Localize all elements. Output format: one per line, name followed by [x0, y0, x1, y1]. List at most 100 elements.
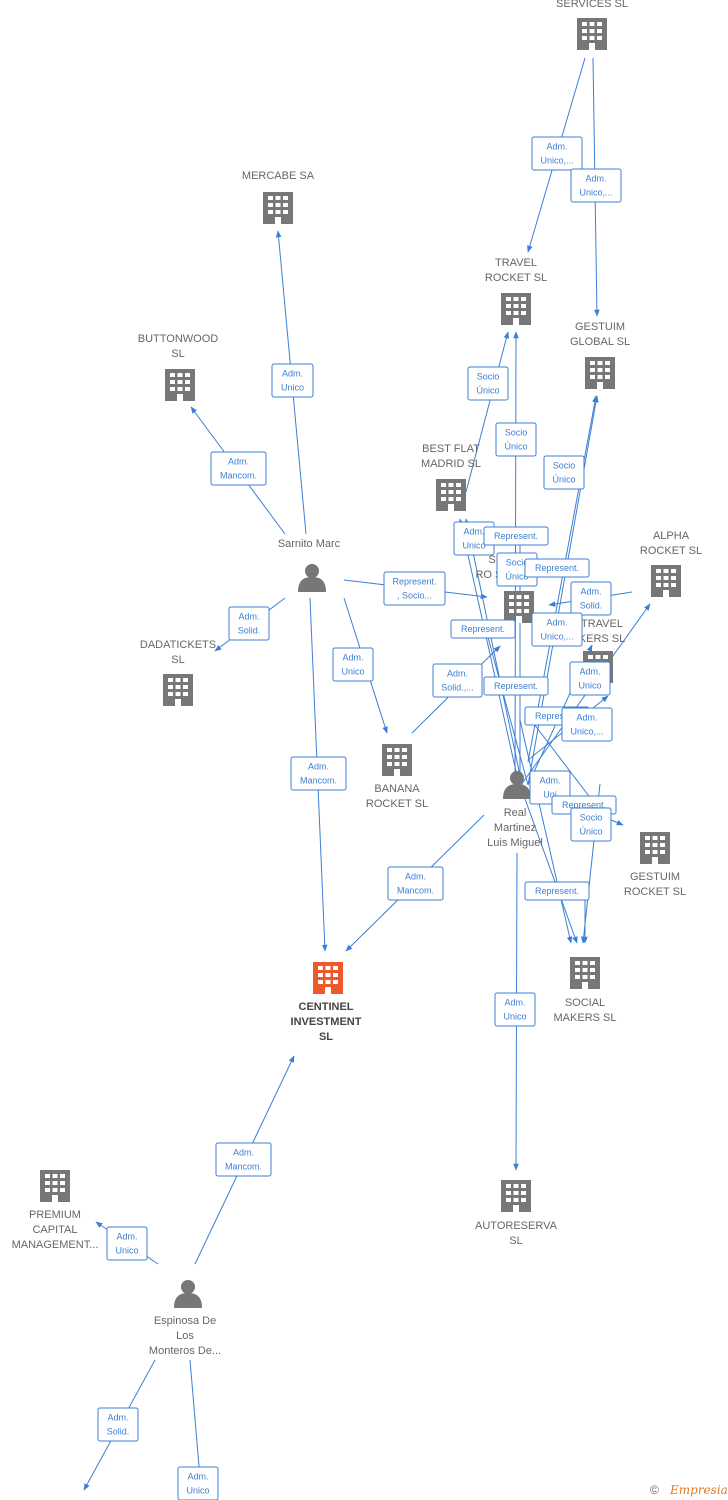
edge-line — [458, 518, 520, 786]
edge-label-box — [467, 366, 509, 401]
edge-label-box — [383, 571, 446, 606]
edge-label-box — [271, 363, 314, 398]
node-label: SL — [171, 654, 184, 666]
building-icon — [577, 18, 607, 50]
edge-label[interactable]: Adm. Unico — [569, 661, 611, 696]
edge-label-text: Unico — [578, 681, 601, 691]
node-mercabe[interactable]: MERCABE SA — [242, 170, 315, 224]
building-icon — [163, 674, 193, 706]
node-sarnito[interactable]: Sarnito Marc — [278, 538, 341, 592]
edge-label[interactable]: Adm.Unico,... — [531, 136, 583, 171]
edge-label-box — [228, 606, 270, 641]
edge-label-text: Adm. — [228, 457, 249, 467]
edge-label[interactable]: Represent. — [483, 526, 549, 546]
node-label: SL — [509, 1235, 522, 1247]
edge-label-box — [543, 455, 585, 490]
edge-line — [484, 629, 529, 786]
edge-label[interactable]: Adm.Solid. — [570, 581, 612, 616]
edge-line — [519, 719, 573, 944]
edge-label[interactable]: Adm.Solid.,... — [432, 663, 483, 698]
empresia-logo[interactable]: © Empresia — [650, 1483, 728, 1497]
building-icon — [263, 192, 293, 224]
edge-label-text: Adm. — [282, 369, 303, 379]
edge-label[interactable]: Represent. — [524, 881, 590, 901]
edge-label[interactable]: Adm.Unico,... — [570, 168, 622, 203]
edge-label-text: Adm. — [238, 612, 259, 622]
building-icon — [651, 565, 681, 597]
node-services[interactable]: SERVICES SL — [556, 0, 628, 50]
edge-label[interactable]: Represent. — [524, 558, 590, 578]
edge-label[interactable]: Adm. Mancom. — [210, 451, 267, 486]
edge-label-text: Unico — [341, 667, 364, 677]
edge-label[interactable]: Adm. Solid. — [97, 1407, 139, 1442]
edge-label[interactable]: Represent. — [450, 619, 516, 639]
edge-label[interactable]: Adm.Unico,... — [531, 612, 583, 647]
node-premium[interactable]: PREMIUMCAPITALMANAGEMENT... — [12, 1170, 99, 1251]
edge-label-text: Uni — [543, 790, 557, 800]
node-label: SL — [171, 348, 184, 360]
edge-label-box — [210, 451, 267, 486]
node-label: BUTTONWOOD — [138, 333, 219, 345]
edge-label-box — [561, 707, 613, 742]
edge-label[interactable]: Represent. — [483, 676, 549, 696]
edge-label-text: Adm. — [576, 713, 597, 723]
brand-name: Empresia — [669, 1483, 728, 1497]
edge-label-text: Adm. — [342, 653, 363, 663]
edge-label-box — [524, 881, 590, 901]
edge-label[interactable]: Adm.Solid. — [228, 606, 270, 641]
edge-label-text: Unico — [462, 541, 485, 551]
edge-label-text: Socio — [553, 461, 576, 471]
node-dadatickets[interactable]: DADATICKETS SL — [140, 639, 216, 706]
edge-label-text: Adm. — [579, 667, 600, 677]
building-icon — [640, 832, 670, 864]
edge-line — [527, 395, 598, 763]
node-label: DADATICKETS — [140, 639, 216, 651]
edge-label[interactable]: Adm. Unico,... — [561, 707, 613, 742]
edge-label[interactable]: Represent., Socio... — [383, 571, 446, 606]
edge-label[interactable]: Adm.Mancom. — [387, 866, 444, 901]
edge-label-text: Adm. — [107, 1413, 128, 1423]
edge-label-text: Mancom. — [220, 471, 257, 481]
building-icon — [165, 369, 195, 401]
edge-label[interactable]: Adm.Mancom. — [290, 756, 347, 791]
node-label: MANAGEMENT... — [12, 1239, 99, 1251]
edge-label[interactable]: Adm.Unico — [177, 1466, 219, 1500]
edge-label-text: Unico — [186, 1486, 209, 1496]
building-icon — [501, 1180, 531, 1212]
edge-label[interactable]: Adm.Unico — [106, 1226, 148, 1261]
edge-label-text: Socio — [580, 813, 603, 823]
edge-label-text: , Socio... — [397, 591, 432, 601]
edge-label[interactable]: Adm.Mancom. — [215, 1142, 272, 1177]
edge-label-text: Adm. — [585, 174, 606, 184]
edge-line — [519, 784, 578, 944]
edge-label[interactable]: Adm.Unico — [494, 992, 536, 1027]
node-buttonwood[interactable]: BUTTONWOOD SL — [138, 333, 219, 401]
edge-label-text: Unico,... — [570, 727, 603, 737]
edge-label-box — [177, 1466, 219, 1500]
edge-label-box — [332, 647, 374, 682]
edge-label-text: Solid. — [107, 1427, 130, 1437]
edge-label[interactable]: Adm.Unico — [271, 363, 314, 398]
edge-label-text: Represent. — [494, 681, 538, 691]
edge-label-text: Adm. — [546, 142, 567, 152]
edge-label-text: Único — [476, 386, 499, 396]
building-icon — [585, 357, 615, 389]
edge-label[interactable]: Adm. Unico — [332, 647, 374, 682]
